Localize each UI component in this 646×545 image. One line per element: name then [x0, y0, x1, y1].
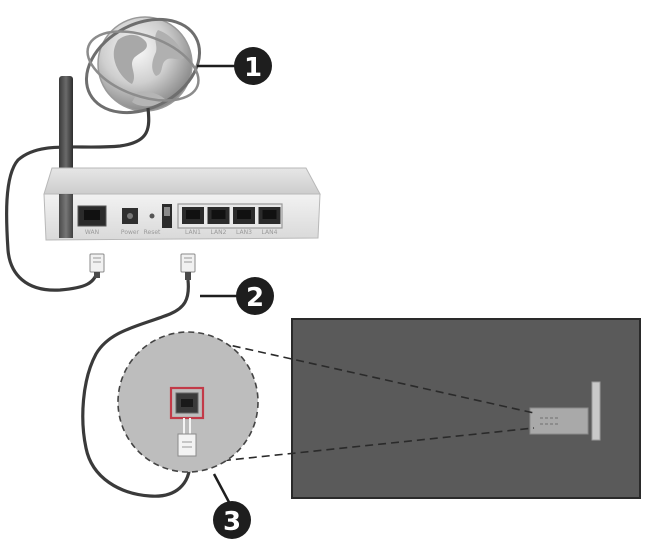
router-top — [43, 167, 321, 195]
router-lan-ports: LAN1 LAN2 LAN3 LAN4 — [177, 203, 283, 236]
callout-2-number: 2 — [246, 283, 264, 313]
wan-cable-plug — [89, 253, 105, 278]
router-lan-port-1: LAN1 — [182, 207, 204, 236]
router-lan-port-2: LAN2 — [207, 207, 230, 236]
router-lan-port-label: LAN4 — [262, 229, 278, 236]
zoom-port-highlight — [169, 386, 205, 420]
svg-text:WAN: WAN — [85, 229, 99, 236]
callout-3-number: 3 — [223, 507, 241, 537]
router-lan-port-3: LAN3 — [233, 207, 255, 236]
router-reset-button: Reset — [144, 213, 161, 236]
router-lan-port-4: LAN4 — [258, 207, 281, 236]
router-power-switch — [162, 204, 172, 228]
zoom-line-bottom — [209, 427, 535, 463]
ethernet-cable — [81, 279, 192, 498]
callout-1-badge — [234, 47, 272, 85]
callout-1: 1 — [197, 47, 272, 85]
zoom-cable-plug — [177, 418, 197, 457]
router-lan-port-label: LAN2 — [211, 229, 227, 236]
callout-2: 2 — [200, 277, 274, 315]
router-lan-port-label: LAN1 — [185, 229, 201, 236]
tv-lan-port-zoom — [117, 331, 259, 473]
callout-3-badge — [213, 501, 251, 539]
callout-1-number: 1 — [244, 53, 262, 83]
router-power-jack: Power — [121, 208, 140, 236]
router-wan-port: WAN — [77, 205, 107, 236]
lan-cable-plug — [180, 253, 196, 280]
zoom-line-top — [219, 342, 535, 414]
callout-2-badge — [236, 277, 274, 315]
internet-cable — [5, 107, 151, 292]
tv-lan-port — [529, 381, 601, 441]
internet-globe — [84, 16, 202, 115]
svg-text:Power: Power — [121, 229, 140, 236]
callout-3-leader — [212, 473, 232, 505]
tv-back-panel — [291, 318, 641, 499]
wifi-router: WAN Power Reset LAN1 LAN2 LAN3 LAN4 — [43, 76, 321, 241]
svg-text:Reset: Reset — [144, 229, 161, 236]
callout-3: 3 — [212, 473, 251, 539]
router-lan-port-label: LAN3 — [236, 229, 252, 236]
